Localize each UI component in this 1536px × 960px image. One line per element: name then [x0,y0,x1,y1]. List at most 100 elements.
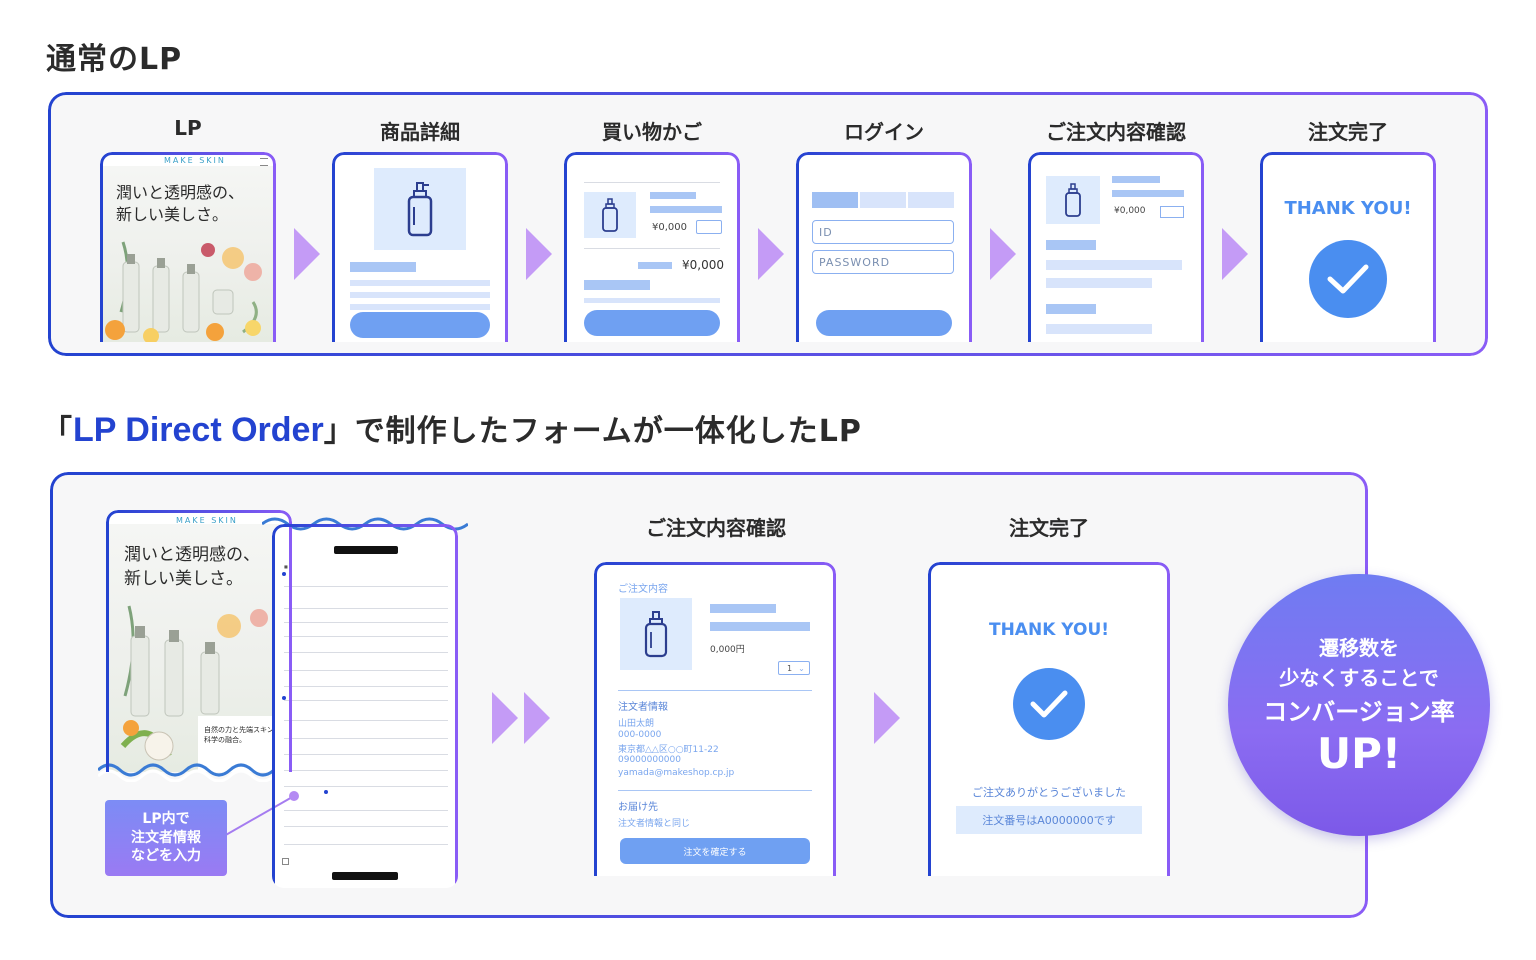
badge-line3: コンバージョン率 [1263,697,1455,726]
product-image [374,168,466,250]
confirm-item-price: 0,000円 [710,645,745,655]
divider [584,248,720,249]
confirm-text-placeholder [1046,278,1152,288]
divider [618,790,812,791]
form-field-line[interactable] [284,700,448,701]
login-button[interactable] [816,310,952,336]
bottle-icon [1065,183,1081,217]
phone-order-confirm-direct: ご注文内容 0,000円 1⌄ 注文者情報 山田太朗 000-0000 東京都△… [594,562,836,876]
form-submit-button[interactable] [332,872,398,880]
form-field-line[interactable] [284,622,448,623]
form-field-line[interactable] [284,786,448,787]
login-tab[interactable] [908,192,954,208]
lp-copy-line1: 潤いと透明感の、 [124,545,260,565]
divider [584,182,720,183]
thank-you-text: THANK YOU! [1284,198,1412,219]
step-label-order-confirm-direct: ご注文内容確認 [646,516,786,540]
customer-email: yamada@makeshop.cp.jp [618,768,735,778]
customer-zip: 000-0000 [618,730,662,740]
lp-brand-logo: MAKE SKIN [164,156,226,165]
cart-item-price: ¥0,000 [652,222,687,233]
delivery-section-title: お届け先 [618,802,658,813]
product-title-placeholder [350,262,416,272]
check-icon [1309,240,1387,318]
cart-text-placeholder [584,280,650,290]
badge-line4: UP! [1316,729,1402,779]
flow-arrow-3 [758,228,784,280]
phone-lp-form: ■ [272,524,458,888]
step-label-order-confirm: ご注文内容確認 [1046,120,1186,144]
form-field-line[interactable] [284,670,448,671]
confirm-product-image [620,598,692,670]
form-field-line[interactable] [284,754,448,755]
form-field-line[interactable] [284,844,448,845]
form-checkbox[interactable] [282,858,289,865]
form-field-line[interactable] [284,636,448,637]
form-field-line[interactable] [284,586,448,587]
form-field-line[interactable] [284,738,448,739]
lp-copy-line1: 潤いと透明感の、 [116,183,245,202]
customer-phone: 09000000000 [618,755,681,765]
flow-arrow-2 [526,228,552,280]
cart-product-image [584,192,636,238]
thanks-message: ご注文ありがとうございました [972,786,1126,799]
delivery-value: 注文者情報と同じ [618,819,691,829]
confirm-item-title-placeholder [1112,190,1184,197]
login-tab-active[interactable] [812,192,858,208]
form-field-line[interactable] [284,770,448,771]
quantity-select[interactable] [696,220,722,234]
confirm-item-title-placeholder [710,604,776,613]
radio-selected[interactable] [282,572,286,576]
phone-order-confirm: ¥0,000 [1028,152,1204,342]
add-to-cart-button[interactable] [350,312,490,338]
confirm-text-placeholder [1046,324,1152,334]
badge-line2: 少なくすることで [1279,665,1439,690]
login-id-field[interactable]: ID [812,220,954,244]
form-header-bar [334,546,398,554]
form-field-line[interactable] [284,810,448,811]
lp-brand-logo: MAKE SKIN [176,516,238,525]
product-text-line [350,292,490,298]
heading-rest: で制作したフォームが一体化したLP [354,414,862,449]
phone-product-detail [332,152,508,342]
radio-selected[interactable] [324,790,328,794]
product-text-line [350,280,490,286]
callout-line2: 注文者情報 [131,829,201,846]
confirm-product-image [1046,176,1100,224]
confirm-item-title-placeholder [1112,176,1160,183]
lp-hero-image [109,524,289,772]
cart-item-title-placeholder [650,206,722,213]
confirm-order-button[interactable]: 注文を確定する [620,838,810,864]
phone-login: ID PASSWORD [796,152,972,342]
customer-section-title: 注文者情報 [618,702,668,713]
flow-arrow-double-2 [524,692,550,744]
step-label-order-complete: 注文完了 [1308,120,1388,144]
step-label-product-detail: 商品詳細 [380,120,460,144]
form-field-line[interactable] [284,826,448,827]
form-label: ■ [284,564,288,569]
flow-arrow-double-1 [492,692,518,744]
callout-line1: LP内で [142,810,190,827]
menu-icon [260,158,268,166]
form-field-line[interactable] [284,686,448,687]
flow-arrow-4 [990,228,1016,280]
radio-selected[interactable] [282,696,286,700]
login-tab[interactable] [860,192,906,208]
form-field-line[interactable] [284,720,448,721]
form-field-line[interactable] [284,608,448,609]
cart-total-label-placeholder [638,262,672,269]
checkout-button[interactable] [584,310,720,336]
lp-copy-line2: 新しい美しさ。 [124,569,243,589]
login-password-field[interactable]: PASSWORD [812,250,954,274]
step-label-order-complete-direct: 注文完了 [1009,516,1089,540]
quantity-select[interactable]: 1⌄ [778,661,810,675]
customer-name: 山田太朗 [618,719,655,729]
lp-sub-line1: 自然の力と先端スキンケ [204,726,281,734]
step-label-lp: LP [174,116,202,140]
phone-order-complete-direct: THANK YOU! ご注文ありがとうございました 注文番号はA0000000で… [928,562,1170,876]
step-label-login: ログイン [844,120,924,144]
phone-order-complete: THANK YOU! [1260,152,1436,342]
form-field-line[interactable] [284,652,448,653]
conversion-up-badge: 遷移数を 少なくすることで コンバージョン率 UP! [1228,574,1490,836]
flow-arrow-1 [294,228,320,280]
